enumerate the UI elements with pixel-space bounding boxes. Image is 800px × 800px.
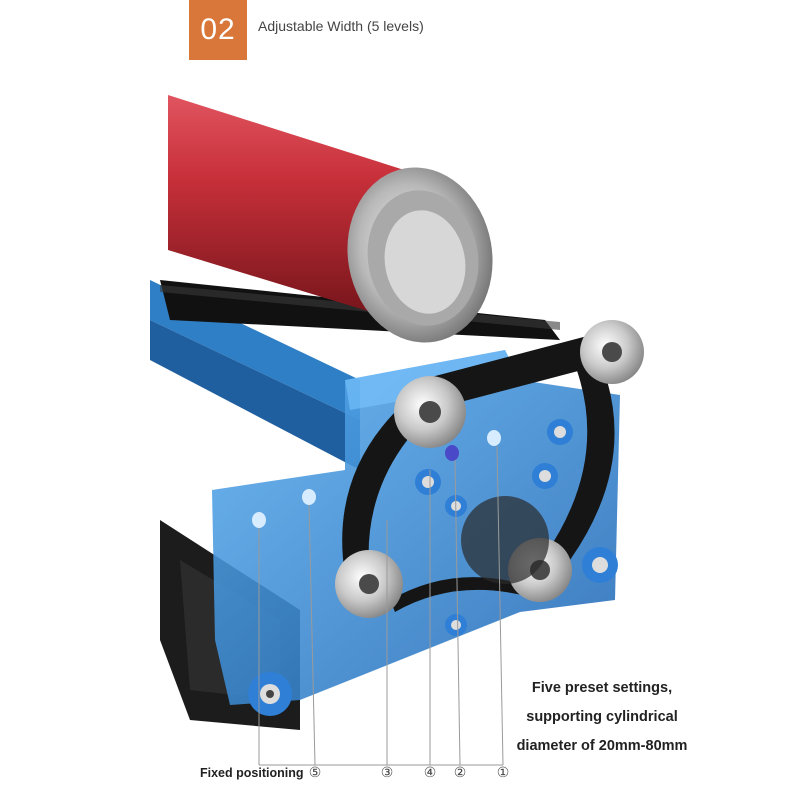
position-marker-5: ⑤ <box>308 764 322 780</box>
caption: Five preset settings, supporting cylindr… <box>497 674 707 761</box>
position-marker-3: ③ <box>380 764 394 780</box>
caption-line-1: Five preset settings, <box>531 680 673 696</box>
fixed-positioning-label: Fixed positioning <box>200 766 304 780</box>
position-marker-1: ① <box>496 764 510 780</box>
section-title: Adjustable Width (5 levels) <box>258 18 424 34</box>
caption-line-3: diameter of 20mm-80mm <box>516 738 688 754</box>
position-marker-2: ② <box>453 764 467 780</box>
step-number-badge: 02 <box>189 0 247 60</box>
caption-line-2: supporting cylindrical <box>526 709 678 725</box>
position-marker-4: ④ <box>423 764 437 780</box>
